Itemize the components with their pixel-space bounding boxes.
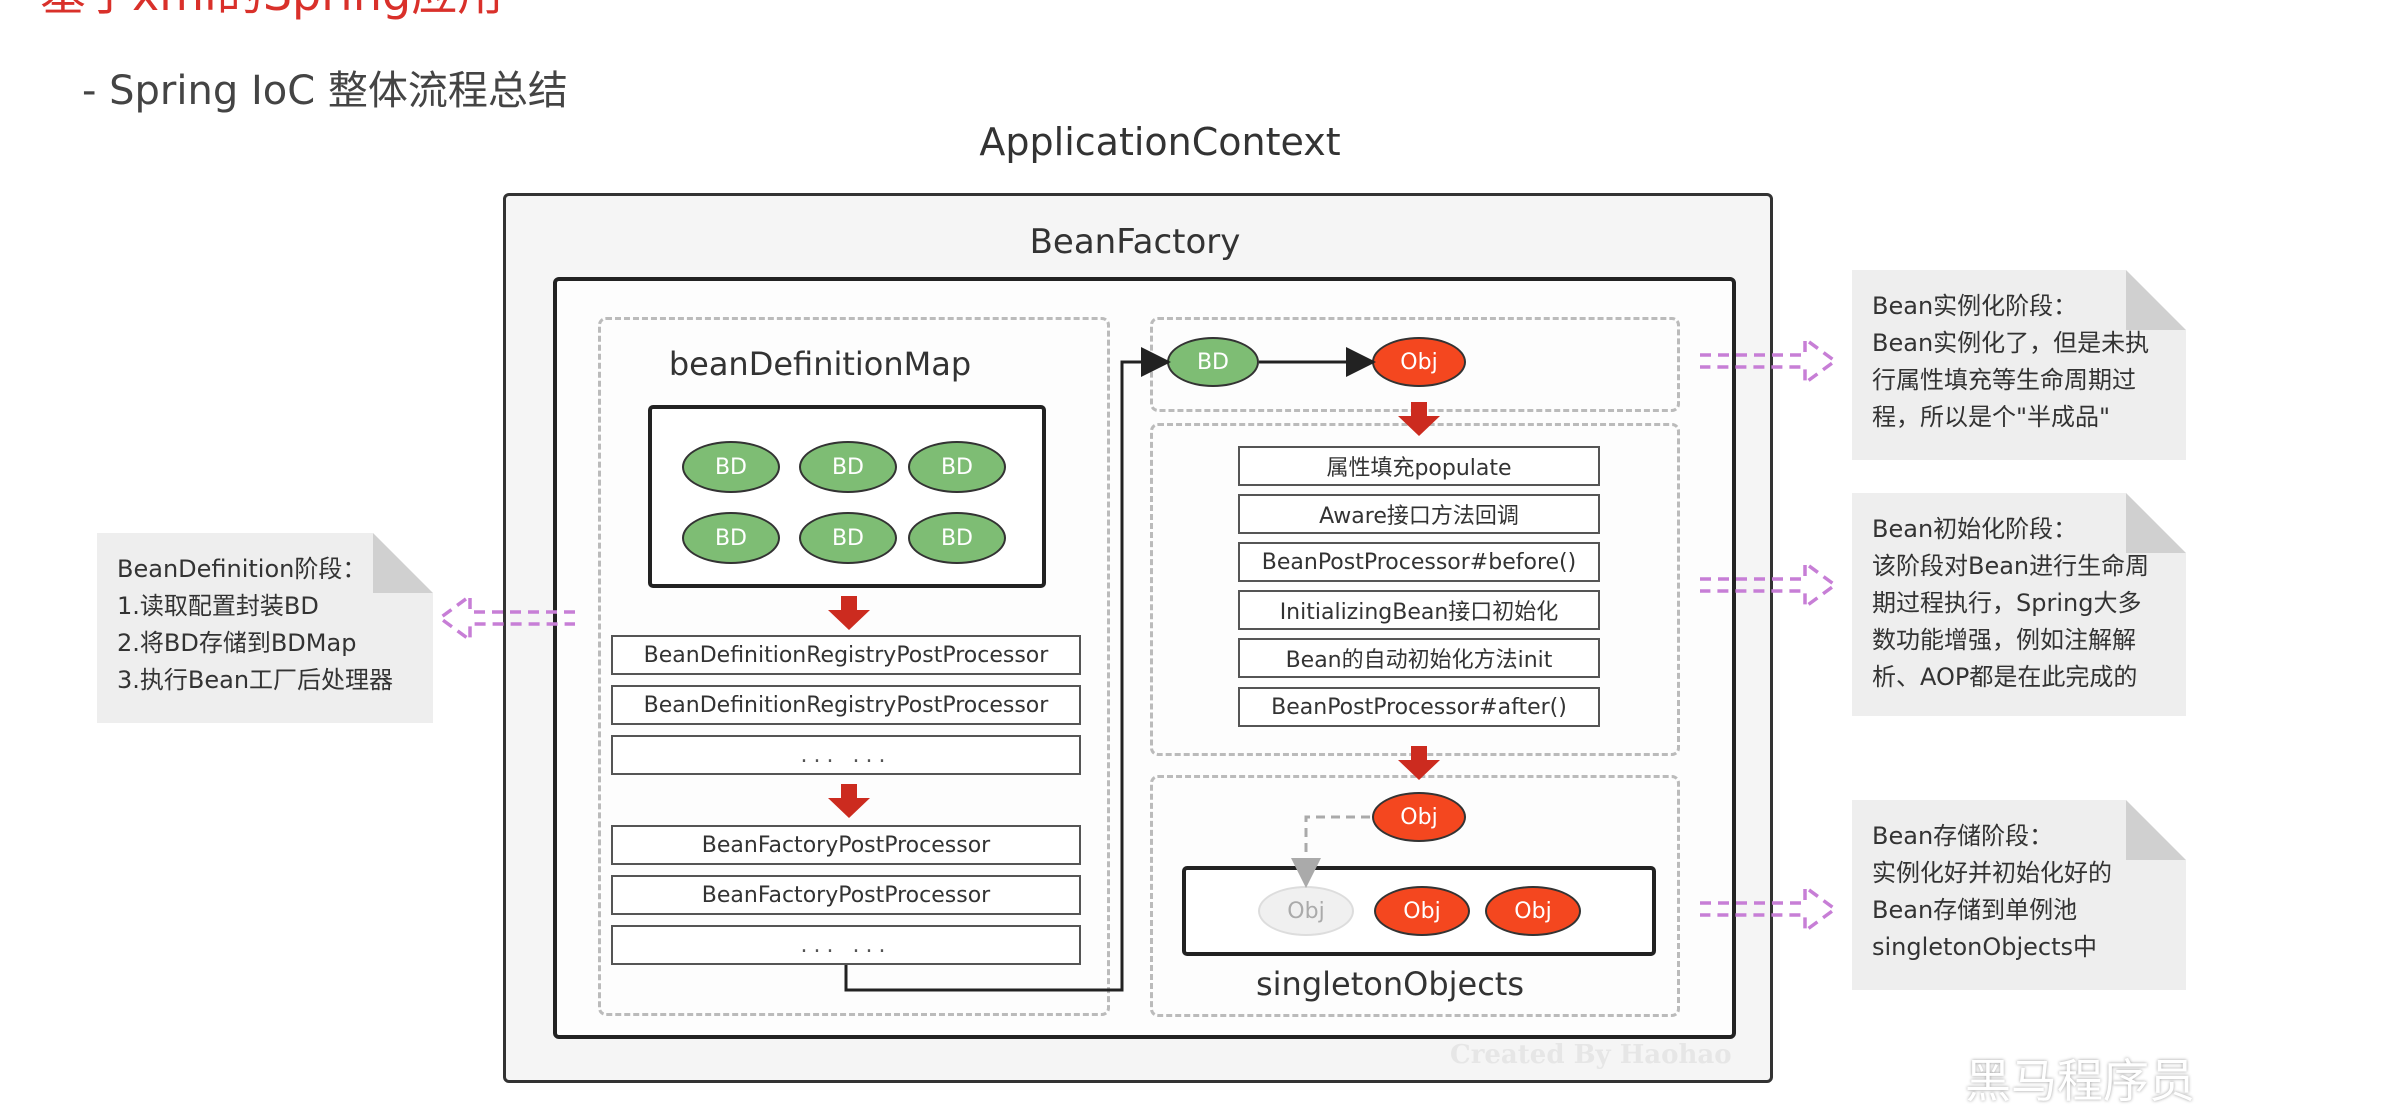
note-line: 3.执行Bean工厂后处理器 — [117, 666, 394, 694]
lifecycle-step: BeanPostProcessor#before() — [1238, 542, 1600, 582]
note-initialization: Bean初始化阶段： 该阶段对Bean进行生命周 期过程执行，Spring大多 … — [1852, 493, 2186, 716]
singleton-region — [1150, 775, 1680, 1017]
note-line: Bean存储到单例池 — [1872, 896, 2078, 924]
bean-definition-map-label: beanDefinitionMap — [668, 345, 972, 383]
store-connector — [1291, 815, 1370, 888]
note-fold-icon — [2126, 270, 2186, 330]
dashed-hollow-arrow-icon — [1700, 559, 1838, 611]
registry-post-processor: BeanDefinitionRegistryPostProcessor — [611, 685, 1081, 725]
factory-post-processor: BeanFactoryPostProcessor — [611, 875, 1081, 915]
bd-node: BD — [908, 512, 1006, 564]
obj-node: Obj — [1485, 886, 1581, 936]
dashed-hollow-arrow-icon — [1700, 335, 1838, 387]
note-line: singletonObjects中 — [1872, 933, 2098, 961]
lifecycle-step: Bean的自动初始化方法init — [1238, 638, 1600, 678]
note-fold-icon — [2126, 493, 2186, 553]
obj-node: Obj — [1374, 886, 1470, 936]
note-line: 1.读取配置封装BD — [117, 592, 319, 620]
note-instantiation: Bean实例化阶段： Bean实例化了，但是未执 行属性填充等生命周期过 程，所… — [1852, 270, 2186, 460]
dashed-hollow-arrow-icon — [1700, 883, 1838, 935]
watermark: Created By Haohao — [1450, 1040, 1732, 1070]
lifecycle-step: Aware接口方法回调 — [1238, 494, 1600, 534]
note-line: 期过程执行，Spring大多 — [1872, 589, 2142, 617]
note-line: 2.将BD存储到BDMap — [117, 629, 357, 657]
bd-node: BD — [799, 441, 897, 493]
note-line: Bean实例化了，但是未执 — [1872, 329, 2150, 357]
obj-node: Obj — [1372, 792, 1466, 842]
corner-logo: 黑马程序员 — [1965, 1054, 2195, 1108]
note-bean-definition: BeanDefinition阶段： 1.读取配置封装BD 2.将BD存储到BDM… — [97, 533, 433, 723]
flow-connector — [844, 347, 1171, 992]
note-line: 行属性填充等生命周期过 — [1872, 366, 2136, 394]
lifecycle-step: BeanPostProcessor#after() — [1238, 687, 1600, 727]
down-arrow-icon — [1398, 402, 1440, 436]
note-line: 数功能增强，例如注解解 — [1872, 626, 2136, 654]
page-subtitle: - Spring IoC 整体流程总结 — [82, 68, 568, 114]
note-line: 程，所以是个"半成品" — [1872, 403, 2111, 431]
note-line: BeanDefinition阶段： — [117, 555, 367, 583]
down-arrow-icon — [1398, 746, 1440, 780]
bd-node: BD — [682, 512, 780, 564]
bd-node: BD — [682, 441, 780, 493]
bean-factory-label: BeanFactory — [1029, 222, 1241, 262]
registry-post-processor: BeanDefinitionRegistryPostProcessor — [611, 635, 1081, 675]
note-storage: Bean存储阶段： 实例化好并初始化好的 Bean存储到单例池 singleto… — [1852, 800, 2186, 990]
note-line: Bean初始化阶段： — [1872, 515, 2078, 543]
down-arrow-icon — [828, 596, 870, 630]
lifecycle-step: 属性填充populate — [1238, 446, 1600, 486]
bd-node: BD — [1167, 337, 1259, 387]
note-line: Bean存储阶段： — [1872, 822, 2054, 850]
lifecycle-step: InitializingBean接口初始化 — [1238, 590, 1600, 630]
note-line: 实例化好并初始化好的 — [1872, 859, 2112, 887]
registry-post-processor-more: ... ... — [611, 735, 1081, 775]
bean-definition-region — [598, 317, 1110, 1016]
down-arrow-icon — [828, 784, 870, 818]
bd-node: BD — [908, 441, 1006, 493]
dashed-hollow-arrow-icon — [437, 592, 575, 644]
note-fold-icon — [373, 533, 433, 593]
page-title: 基于xml的Spring应用 — [40, 0, 503, 24]
factory-post-processor-more: ... ... — [611, 925, 1081, 965]
application-context-label: ApplicationContext — [979, 120, 1341, 164]
obj-node-ghost: Obj — [1258, 886, 1354, 936]
note-fold-icon — [2126, 800, 2186, 860]
factory-post-processor: BeanFactoryPostProcessor — [611, 825, 1081, 865]
note-line: 析、AOP都是在此完成的 — [1872, 663, 2138, 691]
note-line: 该阶段对Bean进行生命周 — [1872, 552, 2150, 580]
note-line: Bean实例化阶段： — [1872, 292, 2078, 320]
bd-node: BD — [799, 512, 897, 564]
singleton-objects-label: singletonObjects — [1255, 965, 1525, 1003]
